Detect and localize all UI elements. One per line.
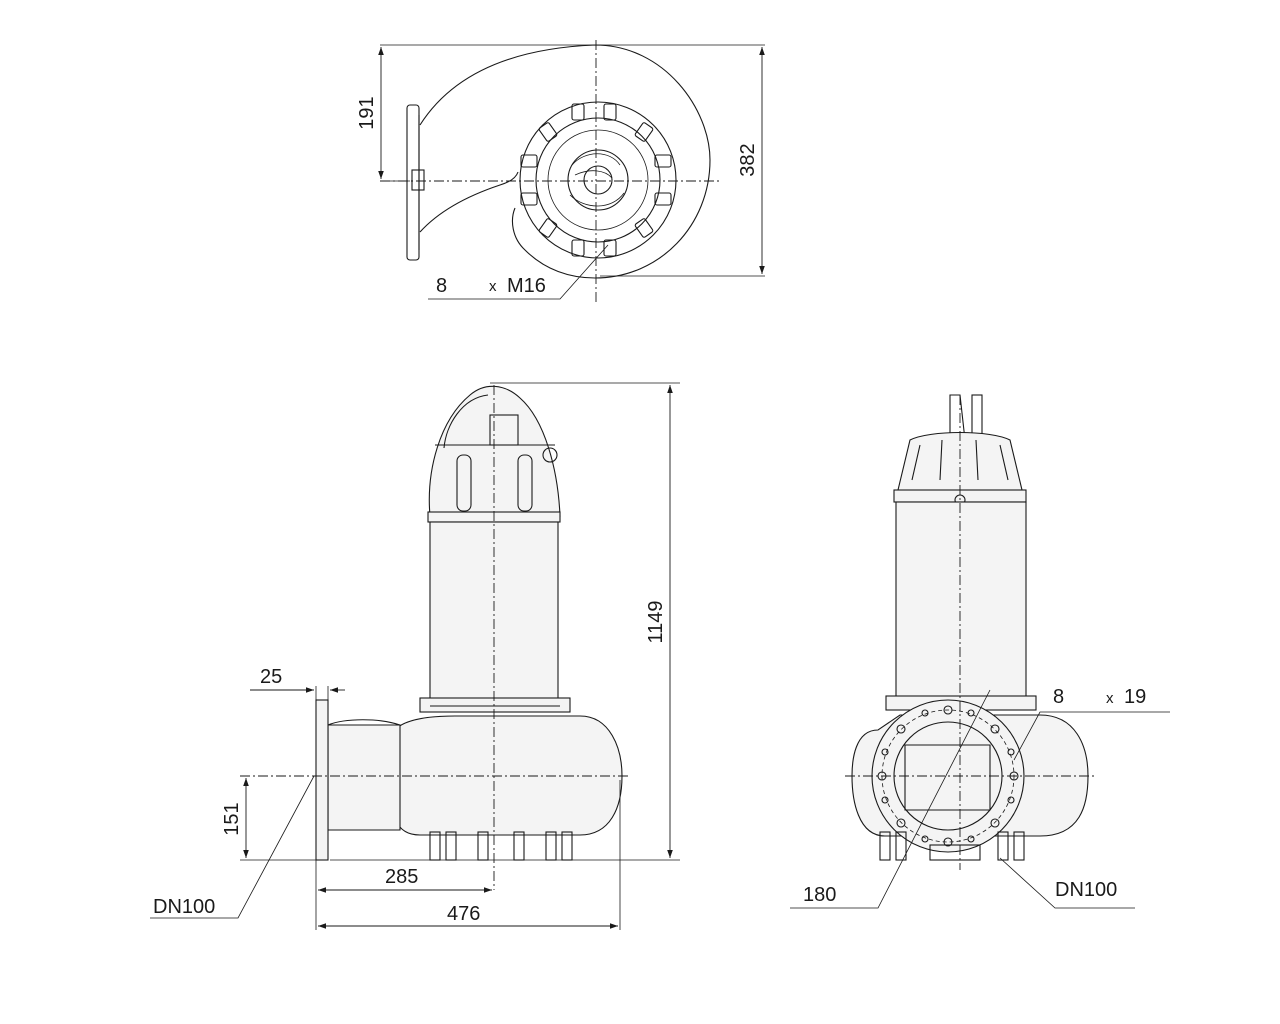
dim-285-label: 285 xyxy=(385,866,418,888)
bolt-times-label: x xyxy=(489,278,497,295)
dim-476-label: 476 xyxy=(447,903,480,925)
dim-151-label: 151 xyxy=(221,802,243,835)
hole-count-label: 8 xyxy=(1053,686,1064,708)
bolt-size-label: M16 xyxy=(507,275,546,297)
bolt-count-label: 8 xyxy=(436,275,447,297)
front-view xyxy=(150,382,680,930)
side-view xyxy=(790,394,1170,909)
dim-191-label: 191 xyxy=(356,96,378,129)
hole-size-label: 19 xyxy=(1124,686,1146,708)
front-dn100-label: DN100 xyxy=(153,896,215,918)
top-view xyxy=(378,40,765,305)
dim-25-label: 25 xyxy=(260,666,282,688)
dim-1149-label: 1149 xyxy=(645,600,667,643)
hole-times-label: x xyxy=(1106,690,1114,707)
dim-382-label: 382 xyxy=(737,143,759,176)
side-dn100-label: DN100 xyxy=(1055,879,1117,901)
pcd-180-label: 180 xyxy=(803,884,836,906)
